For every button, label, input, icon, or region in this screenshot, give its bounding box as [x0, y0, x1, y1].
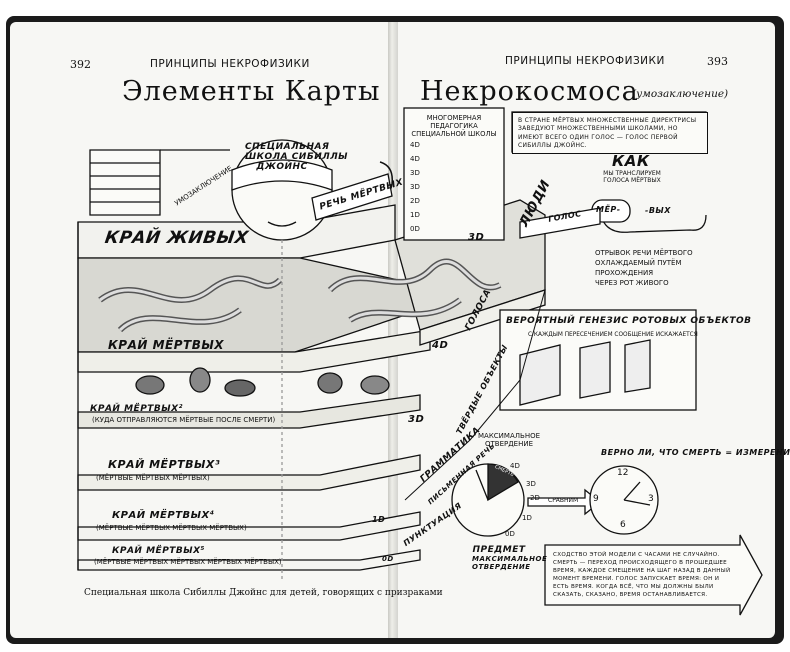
edge-of-dead-5-label: КРАЙ МЁРТВЫХ⁵ — [112, 546, 205, 556]
pedagogy-box-rows: 4D 4D 3D 3D 2D 1D 0D — [410, 141, 420, 233]
top-note: В СТРАНЕ МЁРТВЫХ МНОЖЕСТВЕННЫЕ ДИРЕКТРИС… — [512, 112, 708, 154]
dimension-4d: 4D — [432, 340, 449, 351]
max-hardening-bottom: ПРЕДМЕТ МАКСИМАЛЬНОЕ ОТВЕРДЕНИЕ — [472, 545, 548, 571]
clock-numeral-3: 3 — [648, 494, 654, 504]
school-label: СПЕЦИАЛЬНАЯ ШКОЛА СИБИЛЛЫ ДЖОЙНС — [245, 142, 349, 172]
dial-label-3d: 3D — [526, 480, 536, 488]
left-page-number: 392 — [70, 58, 91, 71]
pedagogy-box-title: МНОГОМЕРНАЯ ПЕДАГОГИКА СПЕЦИАЛЬНОЙ ШКОЛЫ — [411, 114, 497, 138]
word-part-2: -ВЫХ — [645, 206, 671, 215]
left-running-head: ПРИНЦИПЫ НЕКРОФИЗИКИ — [150, 58, 310, 70]
right-page-number: 393 — [707, 55, 728, 68]
word-part-1: МЁР- — [596, 205, 621, 214]
dimension-0d: 0D — [382, 555, 394, 563]
dimension-3d: 3D — [408, 414, 425, 425]
edge-of-dead-2-note: (КУДА ОТПРАВЛЯЮТСЯ МЁРТВЫЕ ПОСЛЕ СМЕРТИ) — [92, 416, 276, 424]
clock-numeral-6: 6 — [620, 520, 626, 530]
edge-of-dead-5-note: (МЁРТВЫЕ МЁРТВЫХ МЁРТВЫХ МЁРТВЫХ МЁРТВЫХ… — [94, 558, 282, 566]
edge-of-living-label: КРАЙ ЖИВЫХ — [103, 228, 250, 248]
compare-arrow-label: СРАВНИМ — [548, 497, 579, 504]
left-page-caption: Специальная школа Сибиллы Джойнс для дет… — [84, 588, 443, 598]
edge-of-dead-label: КРАЙ МЁРТВЫХ — [108, 338, 225, 352]
clock-numeral-12: 12 — [617, 468, 629, 478]
dial-label-2d: 2D — [530, 494, 540, 502]
bottom-note: СХОДСТВО ЭТОЙ МОДЕЛИ С ЧАСАМИ НЕ СЛУЧАЙН… — [553, 552, 731, 598]
right-page-title: Некрокосмоса — [420, 76, 639, 107]
dial-label-0d: 0D — [505, 530, 515, 538]
edge-of-dead-3-note: (МЁРТВЫЕ МЁРТВЫХ МЁРТВЫХ) — [96, 474, 210, 482]
right-page-subtitle: (умозаключение) — [632, 88, 729, 100]
right-running-head: ПРИНЦИПЫ НЕКРОФИЗИКИ — [505, 55, 665, 67]
genesis-box-title: ВЕРОЯТНЫЙ ГЕНЕЗИС РОТОВЫХ ОБЪЕКТОВ — [506, 316, 752, 326]
dial-label-4d: 4D — [510, 462, 520, 470]
book-gutter — [388, 22, 398, 638]
dial-label-1d: 1D — [522, 514, 532, 522]
max-hardening-top: МАКСИМАЛЬНОЕ ОТВЕРДЕНИЕ — [478, 432, 541, 448]
how-subtitle: МЫ ТРАНСЛИРУЕМ ГОЛОСА МЁРТВЫХ — [603, 170, 661, 184]
edge-of-dead-2-label: КРАЙ МЁРТВЫХ² — [90, 404, 183, 414]
left-page-title: Элементы Карты — [122, 76, 381, 107]
how-title: КАК — [612, 152, 650, 170]
edge-of-dead-4-note: (МЁРТВЫЕ МЁРТВЫХ МЁРТВЫХ МЁРТВЫХ) — [96, 524, 247, 532]
question-death-dimension: ВЕРНО ЛИ, ЧТО СМЕРТЬ = ИЗМЕРЕНИЕ? — [601, 448, 790, 457]
edge-of-dead-4-label: КРАЙ МЁРТВЫХ⁴ — [112, 510, 215, 521]
dimension-1d: 1D — [372, 515, 386, 524]
dimension-3d-top: 3D — [468, 232, 485, 243]
clock-numeral-9: 9 — [593, 494, 599, 504]
how-description: ОТРЫВОК РЕЧИ МЁРТВОГО ОХЛАЖДАЕМЫЙ ПУТЁМ … — [595, 249, 693, 287]
edge-of-dead-3-label: КРАЙ МЁРТВЫХ³ — [108, 458, 221, 471]
genesis-box-subtitle: С КАЖДЫМ ПЕРЕСЕЧЕНИЕМ СООБЩЕНИЕ ИСКАЖАЕТ… — [528, 332, 698, 338]
